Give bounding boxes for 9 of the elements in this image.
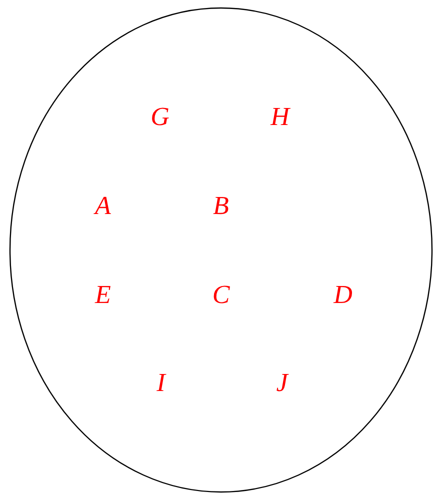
element-letter: E	[95, 282, 111, 308]
element-letter: G	[150, 104, 170, 130]
element-letter: I	[156, 370, 166, 396]
element-letter: D	[334, 282, 352, 308]
element-letter: H	[270, 104, 290, 130]
element-letter: B	[213, 193, 229, 219]
element-letter: C	[212, 282, 230, 308]
element-letter: J	[276, 370, 288, 396]
element-letter: A	[95, 193, 111, 219]
